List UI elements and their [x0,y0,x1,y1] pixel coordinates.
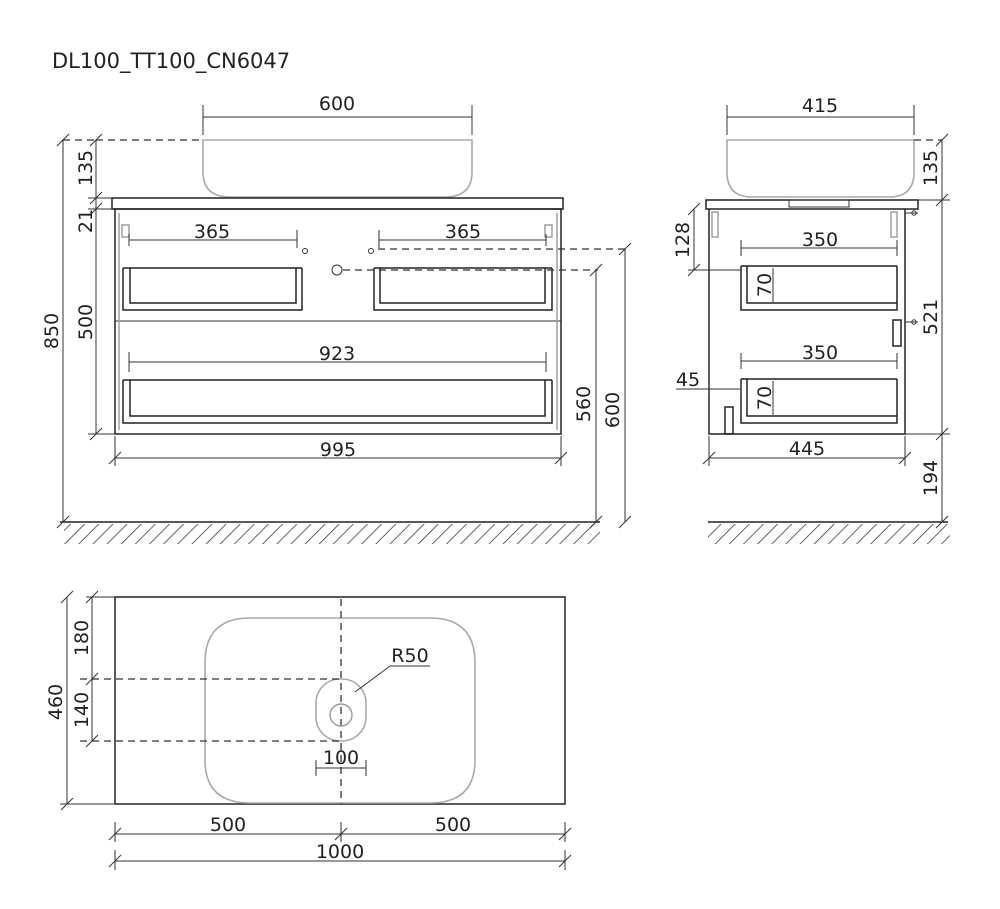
dim-front-basin-height: 135 [75,150,97,186]
dim-handle-left: 365 [194,221,230,243]
dim-half-left: 500 [210,814,246,836]
dim-cabinet-width: 995 [320,439,356,461]
dim-top-drawer-depth: 128 [672,222,694,258]
dim-side-basin-height: 135 [920,150,942,186]
dim-side-basin-depth: 415 [802,95,838,117]
dim-total-height: 850 [41,313,63,349]
dim-drain-width: 100 [323,747,359,769]
dim-drawer-height-upper: 70 [754,273,776,297]
dim-side-cabinet-height: 521 [920,299,942,335]
dim-half-right: 500 [435,814,471,836]
side-view: 415 135 521 194 128 350 70 350 7 [672,95,950,544]
top-basin [204,617,476,804]
side-basin [726,139,915,198]
front-view: 600 135 21 500 850 365 365 923 [41,93,632,544]
dim-depth-front: 180 [71,620,93,656]
drawing-title: DL100_TT100_CN6047 [52,49,290,74]
dim-lower-handle: 923 [319,343,355,365]
dim-offset: 45 [676,369,700,391]
top-countertop [114,596,566,805]
dim-basin-width: 600 [319,93,355,115]
dim-drawer-depth-lower: 350 [802,342,838,364]
dim-handle-right: 365 [445,221,481,243]
dim-upper-height: 500 [75,304,97,340]
dim-floor-clearance: 194 [920,460,942,496]
dim-top-thickness: 21 [75,209,97,233]
dim-drain-height-560: 560 [573,386,595,422]
dim-drain-spacing: 140 [71,692,93,728]
dim-width-total: 1000 [316,841,364,863]
dim-drawer-depth-upper: 350 [802,229,838,251]
front-countertop [111,197,564,210]
dim-drawer-height-lower: 70 [754,386,776,410]
dim-depth-total: 460 [45,684,67,720]
dim-cabinet-depth: 445 [789,438,825,460]
dim-drain-radius: R50 [391,645,428,667]
dim-drain-height-600: 600 [602,392,624,428]
top-view: 180 140 460 R50 100 500 500 1000 [45,590,572,870]
drain-outline [315,678,367,742]
front-basin [202,139,473,198]
